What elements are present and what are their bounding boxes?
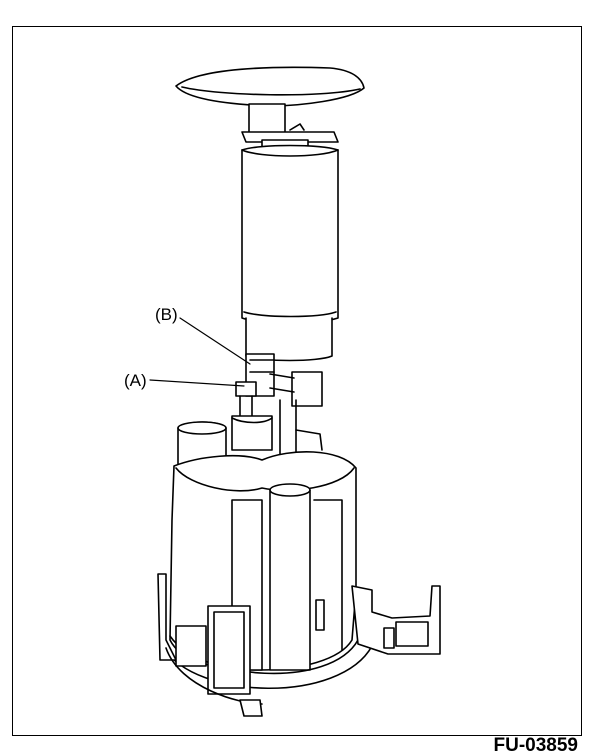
base-foot: [239, 699, 263, 717]
leader-line-b: [179, 317, 251, 365]
strainer-disc: [175, 66, 365, 107]
right-mounting-bracket: [351, 585, 441, 655]
figure-id: FU-03859: [493, 735, 579, 756]
diagram-frame: [12, 26, 582, 736]
leader-lines: [149, 317, 251, 387]
hose-clamp: [235, 353, 323, 407]
pump-motor-body: [241, 144, 339, 362]
leader-line-a: [149, 379, 245, 387]
fuel-hose: [231, 395, 323, 461]
callout-b: (B): [155, 305, 178, 324]
callout-a: (A): [124, 371, 147, 390]
